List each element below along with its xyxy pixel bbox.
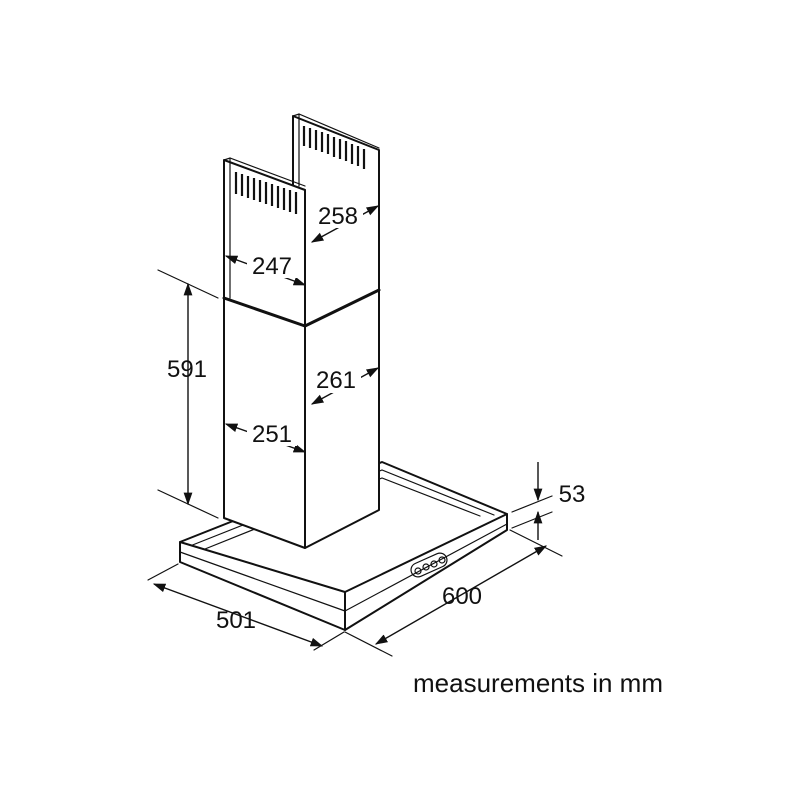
label-bg-upper-width [247, 250, 297, 278]
label-bg-upper-depth [313, 198, 363, 228]
dimension-line-canopy-width [344, 529, 563, 657]
label-canopy-depth: 501 [216, 607, 256, 634]
label-bg-lower-depth [311, 363, 361, 393]
label-bg-lower-width [247, 418, 297, 446]
dimension-line-canopy-height [511, 462, 553, 540]
label-lower-depth: 261 [316, 367, 356, 394]
dimension-line-height [157, 269, 219, 519]
label-chimney-height: 591 [167, 356, 207, 383]
vent-slots-back [302, 126, 366, 169]
vent-slots-front [234, 172, 298, 214]
caption-units: measurements in mm [413, 668, 663, 698]
label-canopy-height: 53 [559, 481, 586, 508]
label-canopy-width: 600 [442, 583, 482, 610]
label-upper-depth: 258 [318, 203, 358, 230]
dimension-line-canopy-depth [147, 563, 345, 651]
label-upper-width: 247 [252, 253, 292, 280]
label-lower-width: 251 [252, 421, 292, 448]
